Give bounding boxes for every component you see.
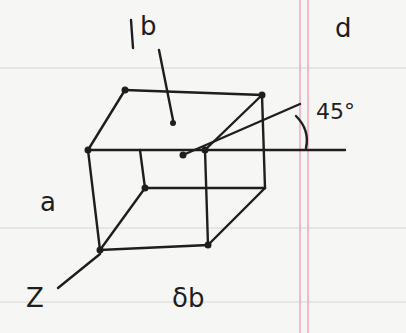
angle-label: 45° (316, 100, 355, 124)
back-edges (125, 90, 265, 188)
axis-label: Z (26, 284, 44, 313)
dimension-label: d (335, 14, 352, 43)
center-dot (180, 152, 187, 159)
cube-edge (140, 150, 145, 188)
dimension-label: δb (172, 284, 204, 313)
margin-line (299, 0, 301, 333)
paper-rules (0, 68, 406, 302)
corner-dot (97, 247, 104, 254)
direction-line (183, 104, 300, 155)
leader-line (58, 254, 100, 288)
cube-edge (145, 187, 265, 189)
leader-line (131, 20, 133, 48)
corner-dot (259, 92, 266, 99)
corner-dot (122, 87, 129, 94)
margin-line (307, 0, 309, 333)
paper-rule (0, 68, 406, 69)
dimension-label: b (140, 12, 157, 41)
cube-edge (100, 188, 145, 250)
leader-line (159, 50, 173, 120)
front-face (88, 150, 208, 250)
cube (58, 20, 345, 288)
cube-edge (88, 90, 125, 150)
margin-lines (300, 0, 308, 333)
corner-dot (205, 242, 212, 249)
corner-dot (142, 185, 149, 192)
corner-dot (85, 147, 92, 154)
angle-arc (296, 116, 307, 148)
reference-line (205, 149, 345, 151)
paper-rule (0, 228, 406, 229)
corner-dots (85, 87, 266, 254)
cube-edge (208, 188, 265, 245)
center-dot (170, 120, 176, 126)
corner-dot (202, 147, 209, 154)
dimension-label: a (40, 188, 56, 217)
